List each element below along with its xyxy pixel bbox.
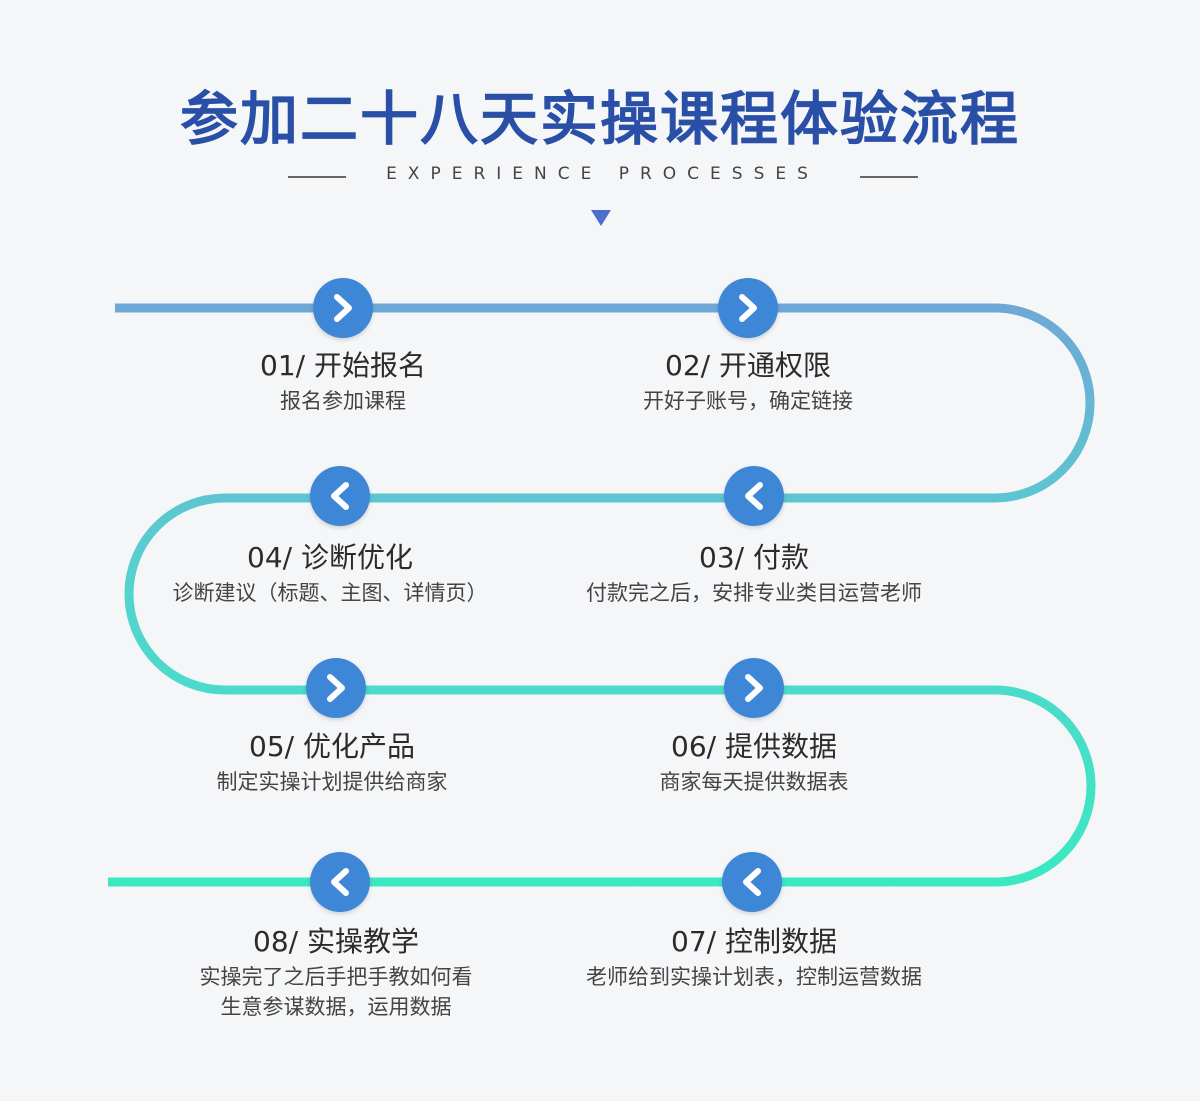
triangle-down-icon [591,210,611,226]
step-4-node [310,466,370,526]
step-description: 诊断建议（标题、主图、详情页） [172,581,488,605]
step-title: 07/ 控制数据 [671,925,837,958]
step-7: 07/ 控制数据 老师给到实操计划表，控制运营数据 [534,924,974,992]
step-8-node [310,852,370,912]
step-3-node [724,466,784,526]
step-description: 制定实操计划提供给商家 [216,770,448,794]
step-title: 06/ 提供数据 [671,730,837,763]
step-2: 02/ 开通权限 开好子账号，确定链接 [528,348,968,416]
step-description: 付款完之后，安排专业类目运营老师 [586,581,922,605]
step-6-node [724,658,784,718]
page-title: 参加二十八天实操课程体验流程 [179,85,1020,153]
step-5-node [306,658,366,718]
step-description: 商家每天提供数据表 [659,770,849,794]
step-title: 08/ 实操教学 [253,925,419,958]
step-title: 04/ 诊断优化 [247,541,413,574]
subtitle-row: EXPERIENCE PROCESSES [0,164,1200,190]
step-4: 04/ 诊断优化 诊断建议（标题、主图、详情页） [110,540,550,608]
subtitle-left-rule [288,176,346,178]
chevron-left-icon [745,482,763,510]
chevron-right-icon [745,674,763,702]
step-3: 03/ 付款 付款完之后，安排专业类目运营老师 [534,540,974,608]
step-8: 08/ 实操教学 实操完了之后手把手教如何看 生意参谋数据，运用数据 [116,924,556,1022]
step-description: 报名参加课程 [280,389,406,413]
chevron-left-icon [331,868,349,896]
step-1-node [313,278,373,338]
chevron-right-icon [327,674,345,702]
subtitle-right-rule [860,176,918,178]
step-1: 01/ 开始报名 报名参加课程 [123,348,563,416]
step-description: 开好子账号，确定链接 [643,389,853,413]
step-description: 老师给到实操计划表，控制运营数据 [586,965,922,989]
step-title: 03/ 付款 [699,541,809,574]
step-5: 05/ 优化产品 制定实操计划提供给商家 [112,729,552,797]
step-title: 01/ 开始报名 [260,349,426,382]
chevron-left-icon [331,482,349,510]
page-subtitle: EXPERIENCE PROCESSES [386,164,819,184]
step-7-node [722,852,782,912]
chevron-left-icon [743,868,761,896]
step-title: 05/ 优化产品 [249,730,415,763]
chevron-right-icon [739,294,757,322]
step-2-node [718,278,778,338]
chevron-right-icon [334,294,352,322]
step-6: 06/ 提供数据 商家每天提供数据表 [534,729,974,797]
step-title: 02/ 开通权限 [665,349,831,382]
step-description: 实操完了之后手把手教如何看 生意参谋数据，运用数据 [199,965,473,1019]
